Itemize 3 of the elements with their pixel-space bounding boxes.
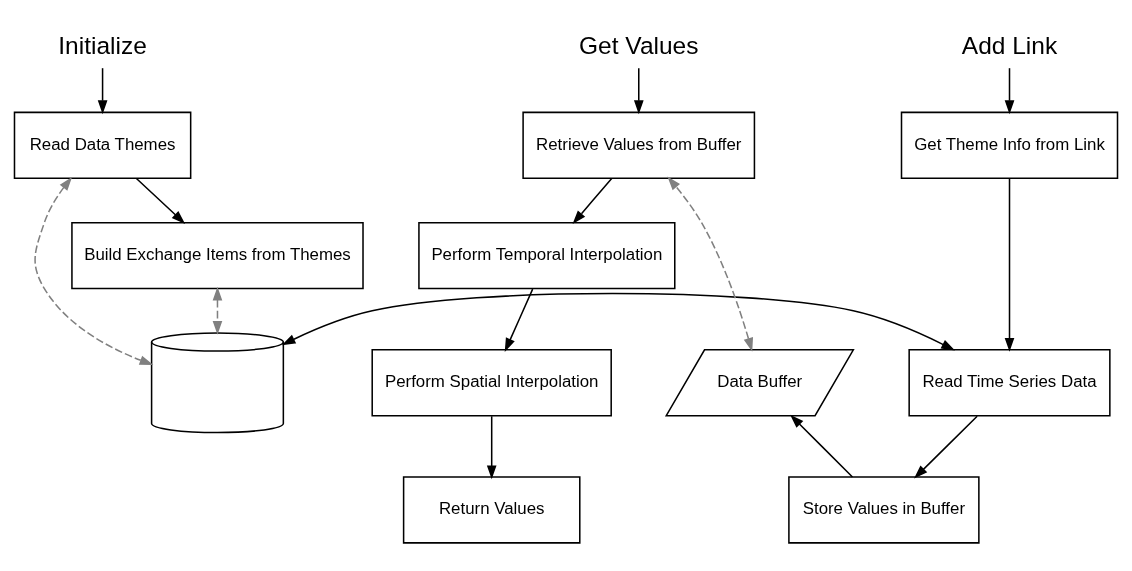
node-text: Initialize [58, 31, 147, 59]
node-text: Add Link [961, 31, 1058, 59]
node-text: Get Values [579, 31, 699, 59]
